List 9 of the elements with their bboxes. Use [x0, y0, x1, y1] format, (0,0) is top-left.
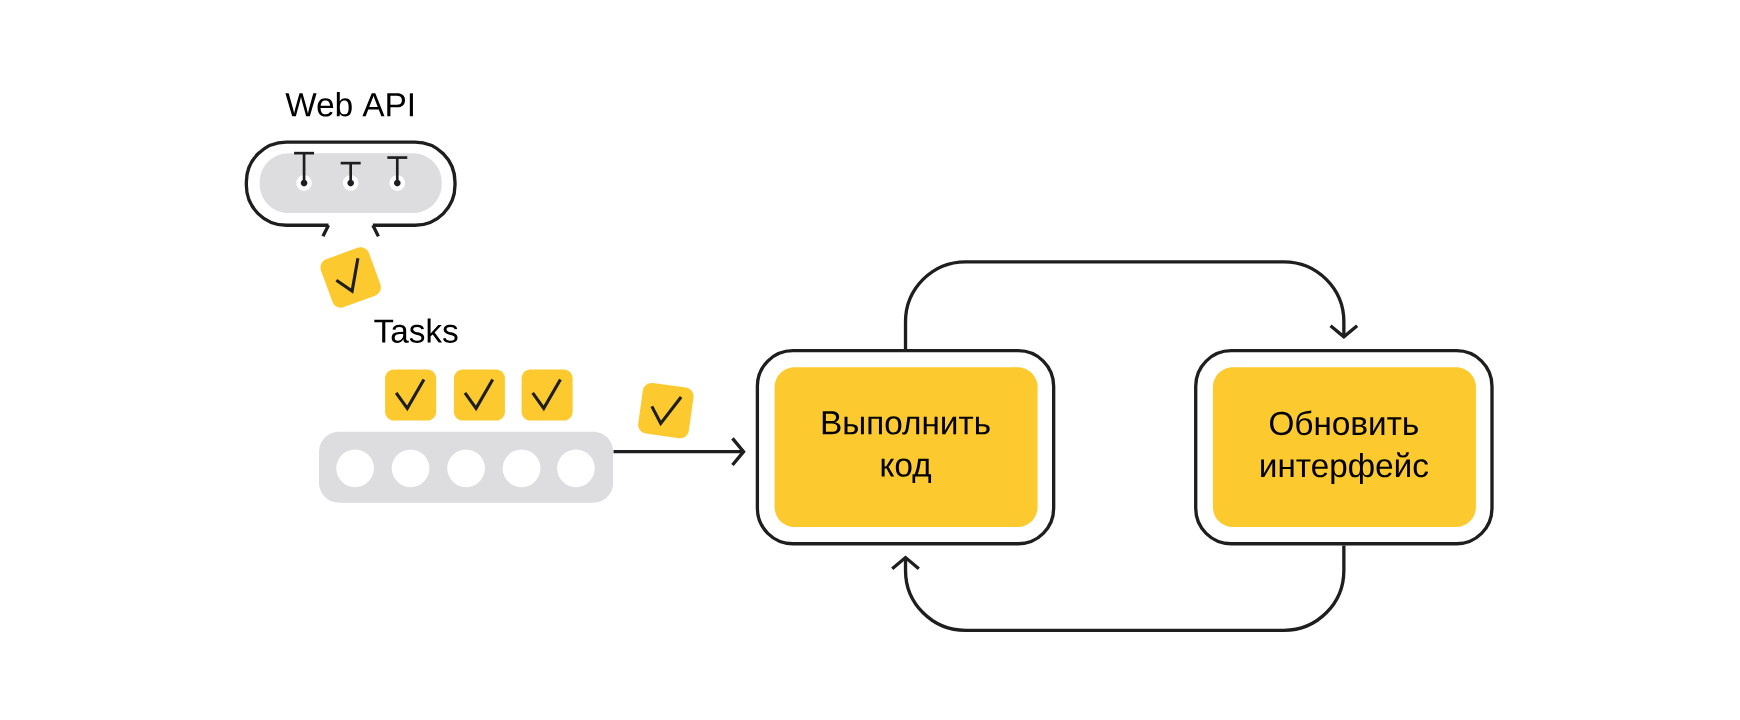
- arrow: [903, 260, 1359, 349]
- arrow: [891, 545, 1346, 632]
- arrow: [613, 437, 746, 466]
- timer-drawing: [244, 92, 457, 238]
- process-box: Выполнить код: [755, 348, 1056, 546]
- node-heading: Web API: [285, 92, 413, 117]
- node-heading: Tasks: [374, 318, 458, 343]
- process-box: Обновить интерфейс: [1194, 348, 1494, 546]
- conveyor-drawing: [319, 431, 614, 503]
